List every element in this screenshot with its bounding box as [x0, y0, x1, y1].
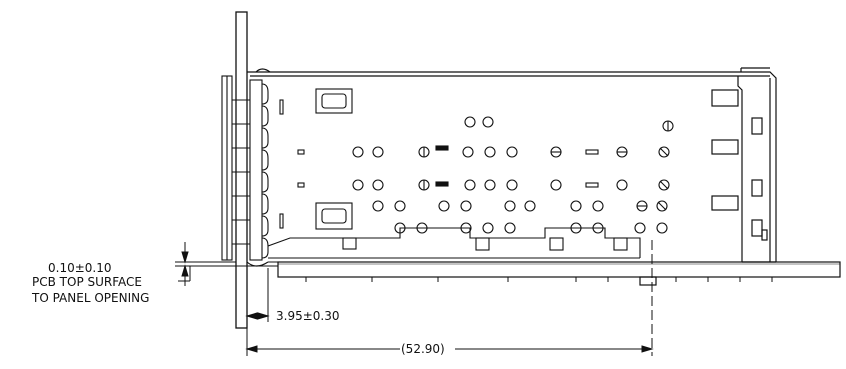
cage-body — [247, 67, 777, 263]
light-pipe-windows — [315, 88, 353, 230]
pcb-board — [277, 261, 841, 286]
bezel-ribs — [221, 75, 284, 267]
pcb-label-line2: TO PANEL OPENING — [31, 291, 149, 305]
bottom-rail — [267, 227, 641, 263]
dimension-lines — [175, 240, 654, 356]
offset-dimension-text: 3.95±0.30 — [276, 309, 340, 323]
panel-plate — [235, 11, 248, 329]
vent-holes — [297, 116, 674, 234]
gap-dimension-text: 0.10±0.10 — [48, 261, 112, 275]
length-dimension-text: (52.90) — [401, 342, 445, 356]
pcb-label-line1: PCB TOP SURFACE — [32, 275, 142, 289]
